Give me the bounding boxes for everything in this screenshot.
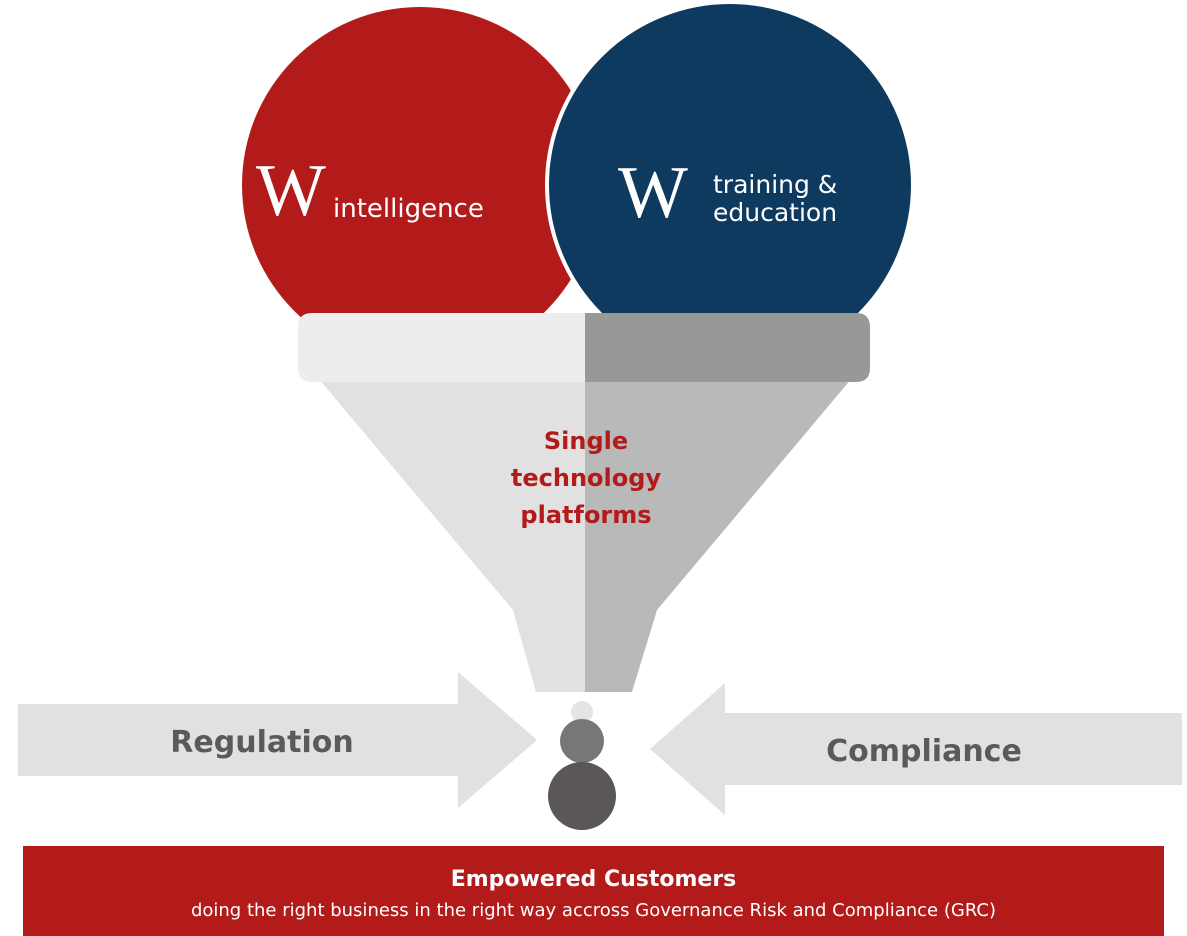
- person-icon: [548, 701, 616, 830]
- training-w-logo: W: [618, 152, 688, 234]
- intelligence-label: intelligence: [333, 194, 484, 224]
- funnel-label-line2: technology: [511, 464, 662, 492]
- empowered-customers-banner: Empowered Customers doing the right busi…: [23, 846, 1164, 936]
- funnel-cone-left: [318, 378, 585, 692]
- intelligence-w-logo: W: [256, 150, 326, 232]
- training-label-line1: training &: [713, 170, 837, 199]
- compliance-arrow: [650, 683, 1182, 815]
- funnel-rim-left: [298, 313, 585, 382]
- training-label-line2: education: [713, 198, 837, 227]
- funnel-label-line3: platforms: [520, 501, 651, 529]
- banner-subtitle: doing the right business in the right wa…: [190, 900, 997, 921]
- intelligence-circle: [242, 7, 598, 363]
- funnel-label-line1: Single: [544, 427, 628, 455]
- funnel-cone-right: [585, 378, 852, 692]
- regulation-label: Regulation: [170, 725, 353, 760]
- banner-title: Empowered Customers: [450, 867, 737, 892]
- funnel-rim-right: [585, 313, 870, 382]
- regulation-arrow: [18, 672, 537, 808]
- compliance-label: Compliance: [826, 734, 1022, 769]
